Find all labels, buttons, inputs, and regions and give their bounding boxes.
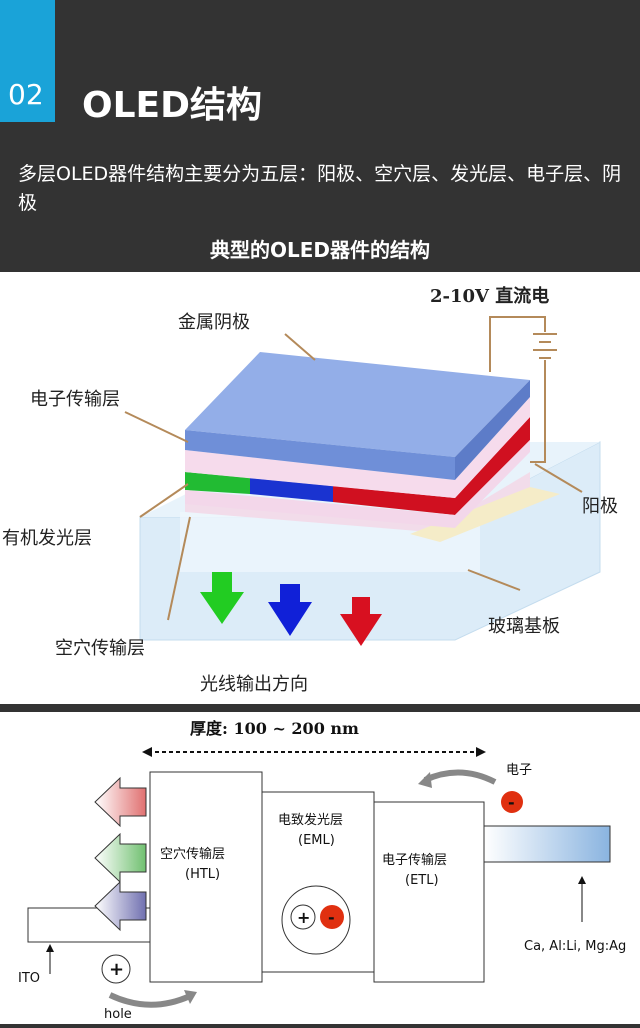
electron-charge-icon	[320, 905, 344, 929]
electron-flow-arrow	[423, 769, 497, 785]
energy-layer-panel: 厚度: 100 ~ 200 nm ITO 空穴传输层 (HTL) 电致发光层 (…	[0, 712, 640, 1024]
exciton-circle	[281, 885, 351, 955]
anode-strip	[410, 487, 560, 542]
electron-icon	[501, 791, 523, 813]
minus-sign: -	[328, 908, 335, 927]
header-band: 02 OLED结构 多层OLED器件结构主要分为五层：阳极、空穴层、发光层、电子…	[0, 0, 640, 272]
voltage-wire	[489, 316, 546, 372]
plus-sign: +	[297, 908, 310, 927]
electron-transport-layer	[185, 397, 530, 498]
dimension-arrow-left	[142, 747, 152, 757]
leader-line	[139, 483, 189, 518]
etl-label-en: (ETL)	[405, 873, 439, 888]
blue-arrow-icon	[268, 584, 312, 636]
ito-label: ITO	[18, 971, 40, 986]
hole-label: hole	[104, 1007, 132, 1022]
leader-line	[124, 411, 189, 443]
emissive-red	[333, 417, 530, 515]
section-number: 02	[8, 78, 44, 111]
green-arrow-icon	[200, 572, 244, 624]
leader-line	[167, 516, 191, 621]
description-text: 多层OLED器件结构主要分为五层：阳极、空穴层、发光层、电子层、阴极	[18, 163, 622, 214]
label-glass-substrate: 玻璃基板	[488, 616, 560, 637]
hole-charge-icon	[290, 904, 316, 930]
blue-light-arrow-icon	[94, 880, 147, 932]
energy-layer-diagram: 厚度: 100 ~ 200 nm ITO 空穴传输层 (HTL) 电致发光层 (…	[18, 719, 626, 1022]
cathode-front	[185, 430, 455, 480]
htl-layer	[149, 771, 263, 983]
leader-line	[284, 333, 316, 361]
thickness-label: 厚度: 100 ~ 200 nm	[190, 719, 359, 738]
cathode-layer	[483, 825, 611, 863]
cathode-side	[455, 380, 530, 480]
label-anode: 阳极	[582, 496, 618, 517]
emissive-base-layer	[185, 440, 530, 528]
cathode-materials-label: Ca, Al:Li, Mg:Ag	[524, 939, 626, 954]
hole-plus: +	[109, 959, 124, 980]
leader-line	[534, 463, 583, 493]
htl-label-cn: 空穴传输层	[160, 846, 225, 862]
label-light-output: 光线输出方向	[200, 674, 308, 695]
label-metal-cathode: 金属阴极	[178, 312, 250, 333]
diagram-subtitle: 典型的OLED器件的结构	[209, 238, 430, 262]
green-light-arrow-icon	[94, 832, 147, 884]
red-arrow-icon	[340, 597, 382, 646]
hole-flow-arrowhead	[184, 990, 197, 1004]
label-organic-emissive: 有机发光层	[2, 528, 92, 549]
oled-structure-panel: 金属阴极 2-10V 直流电 电子传输层 阳极 有机发光层 玻璃基板 空穴传输层…	[0, 272, 640, 704]
eml-label-en: (EML)	[298, 833, 335, 848]
label-hole-transport: 空穴传输层	[55, 638, 145, 659]
oled-layer-diagram: 金属阴极 2-10V 直流电 电子传输层 阳极 有机发光层 玻璃基板 空穴传输层…	[2, 285, 618, 695]
eml-label-cn: 电致发光层	[278, 812, 343, 828]
label-electron-transport: 电子传输层	[30, 389, 120, 410]
hole-flow-arrow	[108, 992, 192, 1008]
leader-line	[467, 569, 521, 591]
etl-layer	[373, 801, 485, 983]
page-title: OLED结构	[82, 85, 263, 126]
htl-label-en: (HTL)	[185, 867, 220, 882]
emissive-green	[185, 472, 250, 494]
section-number-box: 02	[0, 0, 55, 122]
hole-icon	[101, 954, 131, 984]
voltage-wire	[530, 360, 546, 463]
cathode-top	[185, 352, 530, 457]
dimension-arrow-right	[476, 747, 486, 757]
label-voltage: 2-10V 直流电	[430, 285, 549, 307]
ito-pointer-arrow	[46, 944, 54, 952]
etl-label-cn: 电子传输层	[382, 852, 447, 868]
electron-label: 电子	[506, 763, 532, 778]
electron-flow-arrowhead	[418, 772, 432, 788]
electron-minus: -	[508, 793, 515, 812]
cathode-pointer-arrow	[578, 876, 586, 884]
red-light-arrow-icon	[94, 776, 147, 828]
